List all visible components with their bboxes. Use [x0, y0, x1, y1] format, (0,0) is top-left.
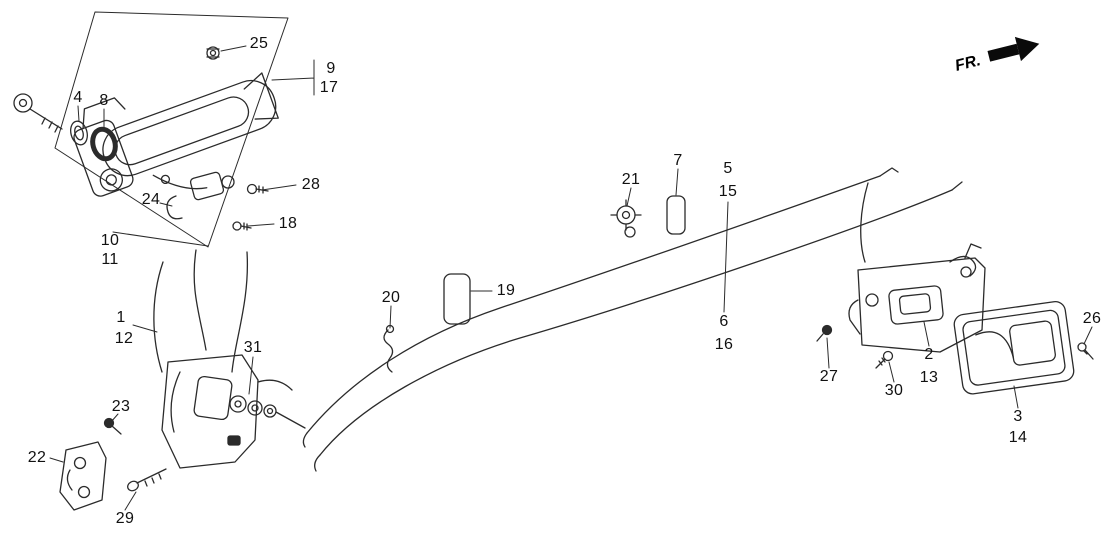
exterior-handle-drawing [73, 72, 279, 197]
part-number-label: 27 [819, 368, 839, 385]
part-number-label: 6 [719, 313, 729, 330]
part-number-label: 7 [673, 152, 683, 169]
lock-cylinder-drawing [166, 171, 235, 220]
part-number-label: 3 [1013, 408, 1023, 425]
part-number-label: 17 [319, 79, 339, 96]
pad-7-drawing [666, 195, 686, 235]
striker-bracket-drawing [59, 441, 107, 511]
rod-6-16-drawing [314, 181, 963, 472]
grommet-21-drawing [610, 199, 642, 238]
part-number-label: 2 [924, 346, 934, 363]
rod-5-15-drawing [302, 167, 899, 448]
screw-26-drawing [1077, 342, 1094, 360]
part-number-label: 8 [99, 92, 109, 109]
part-number-label: 13 [919, 369, 939, 386]
part-number-label: 10 [100, 232, 120, 249]
screw-29-drawing [127, 468, 167, 492]
part-number-label: 5 [723, 160, 733, 177]
handle-to-latch-rods [153, 249, 249, 373]
screw-23-drawing [103, 417, 122, 435]
exterior-handle-box [54, 11, 289, 248]
key-drawing [13, 93, 63, 133]
bolt-27-drawing [816, 324, 833, 342]
part-number-label: 4 [73, 89, 83, 106]
leader-lines [49, 45, 1093, 511]
part-number-label: 19 [496, 282, 516, 299]
part-number-label: 28 [301, 176, 321, 193]
part-number-label: 15 [718, 183, 738, 200]
grommet-4-drawing [70, 120, 88, 146]
part-number-label: 9 [326, 60, 336, 77]
grommet-8-drawing [90, 126, 118, 162]
bezel-drawing [953, 300, 1075, 395]
bolt-25-drawing [206, 46, 220, 60]
part-number-label: 21 [621, 171, 641, 188]
clip-20-drawing [383, 324, 395, 373]
part-number-label: 11 [101, 251, 119, 268]
part-number-label: 30 [884, 382, 904, 399]
part-number-label: 16 [714, 336, 734, 353]
part-number-label: 31 [243, 339, 263, 356]
screw-30-drawing [875, 350, 894, 369]
part-number-label: 29 [115, 510, 135, 527]
part-number-label: 26 [1082, 310, 1102, 327]
part-number-label: 24 [141, 191, 161, 208]
part-number-label: 20 [381, 289, 401, 306]
pad-19-drawing [443, 273, 471, 325]
screw-28-drawing [246, 183, 269, 195]
part-number-label: 25 [249, 35, 269, 52]
fr-arrow-icon [987, 36, 1040, 62]
part-number-label: 23 [111, 398, 131, 415]
door-latch-drawing [161, 354, 306, 469]
inner-handle-drawing [848, 243, 986, 353]
part-number-label: 22 [27, 449, 47, 466]
bolt-18-drawing [232, 221, 252, 231]
part-number-label: 18 [278, 215, 298, 232]
part-number-label: 14 [1008, 429, 1028, 446]
part-number-label: 12 [114, 330, 134, 347]
part-number-label: 1 [116, 309, 126, 326]
